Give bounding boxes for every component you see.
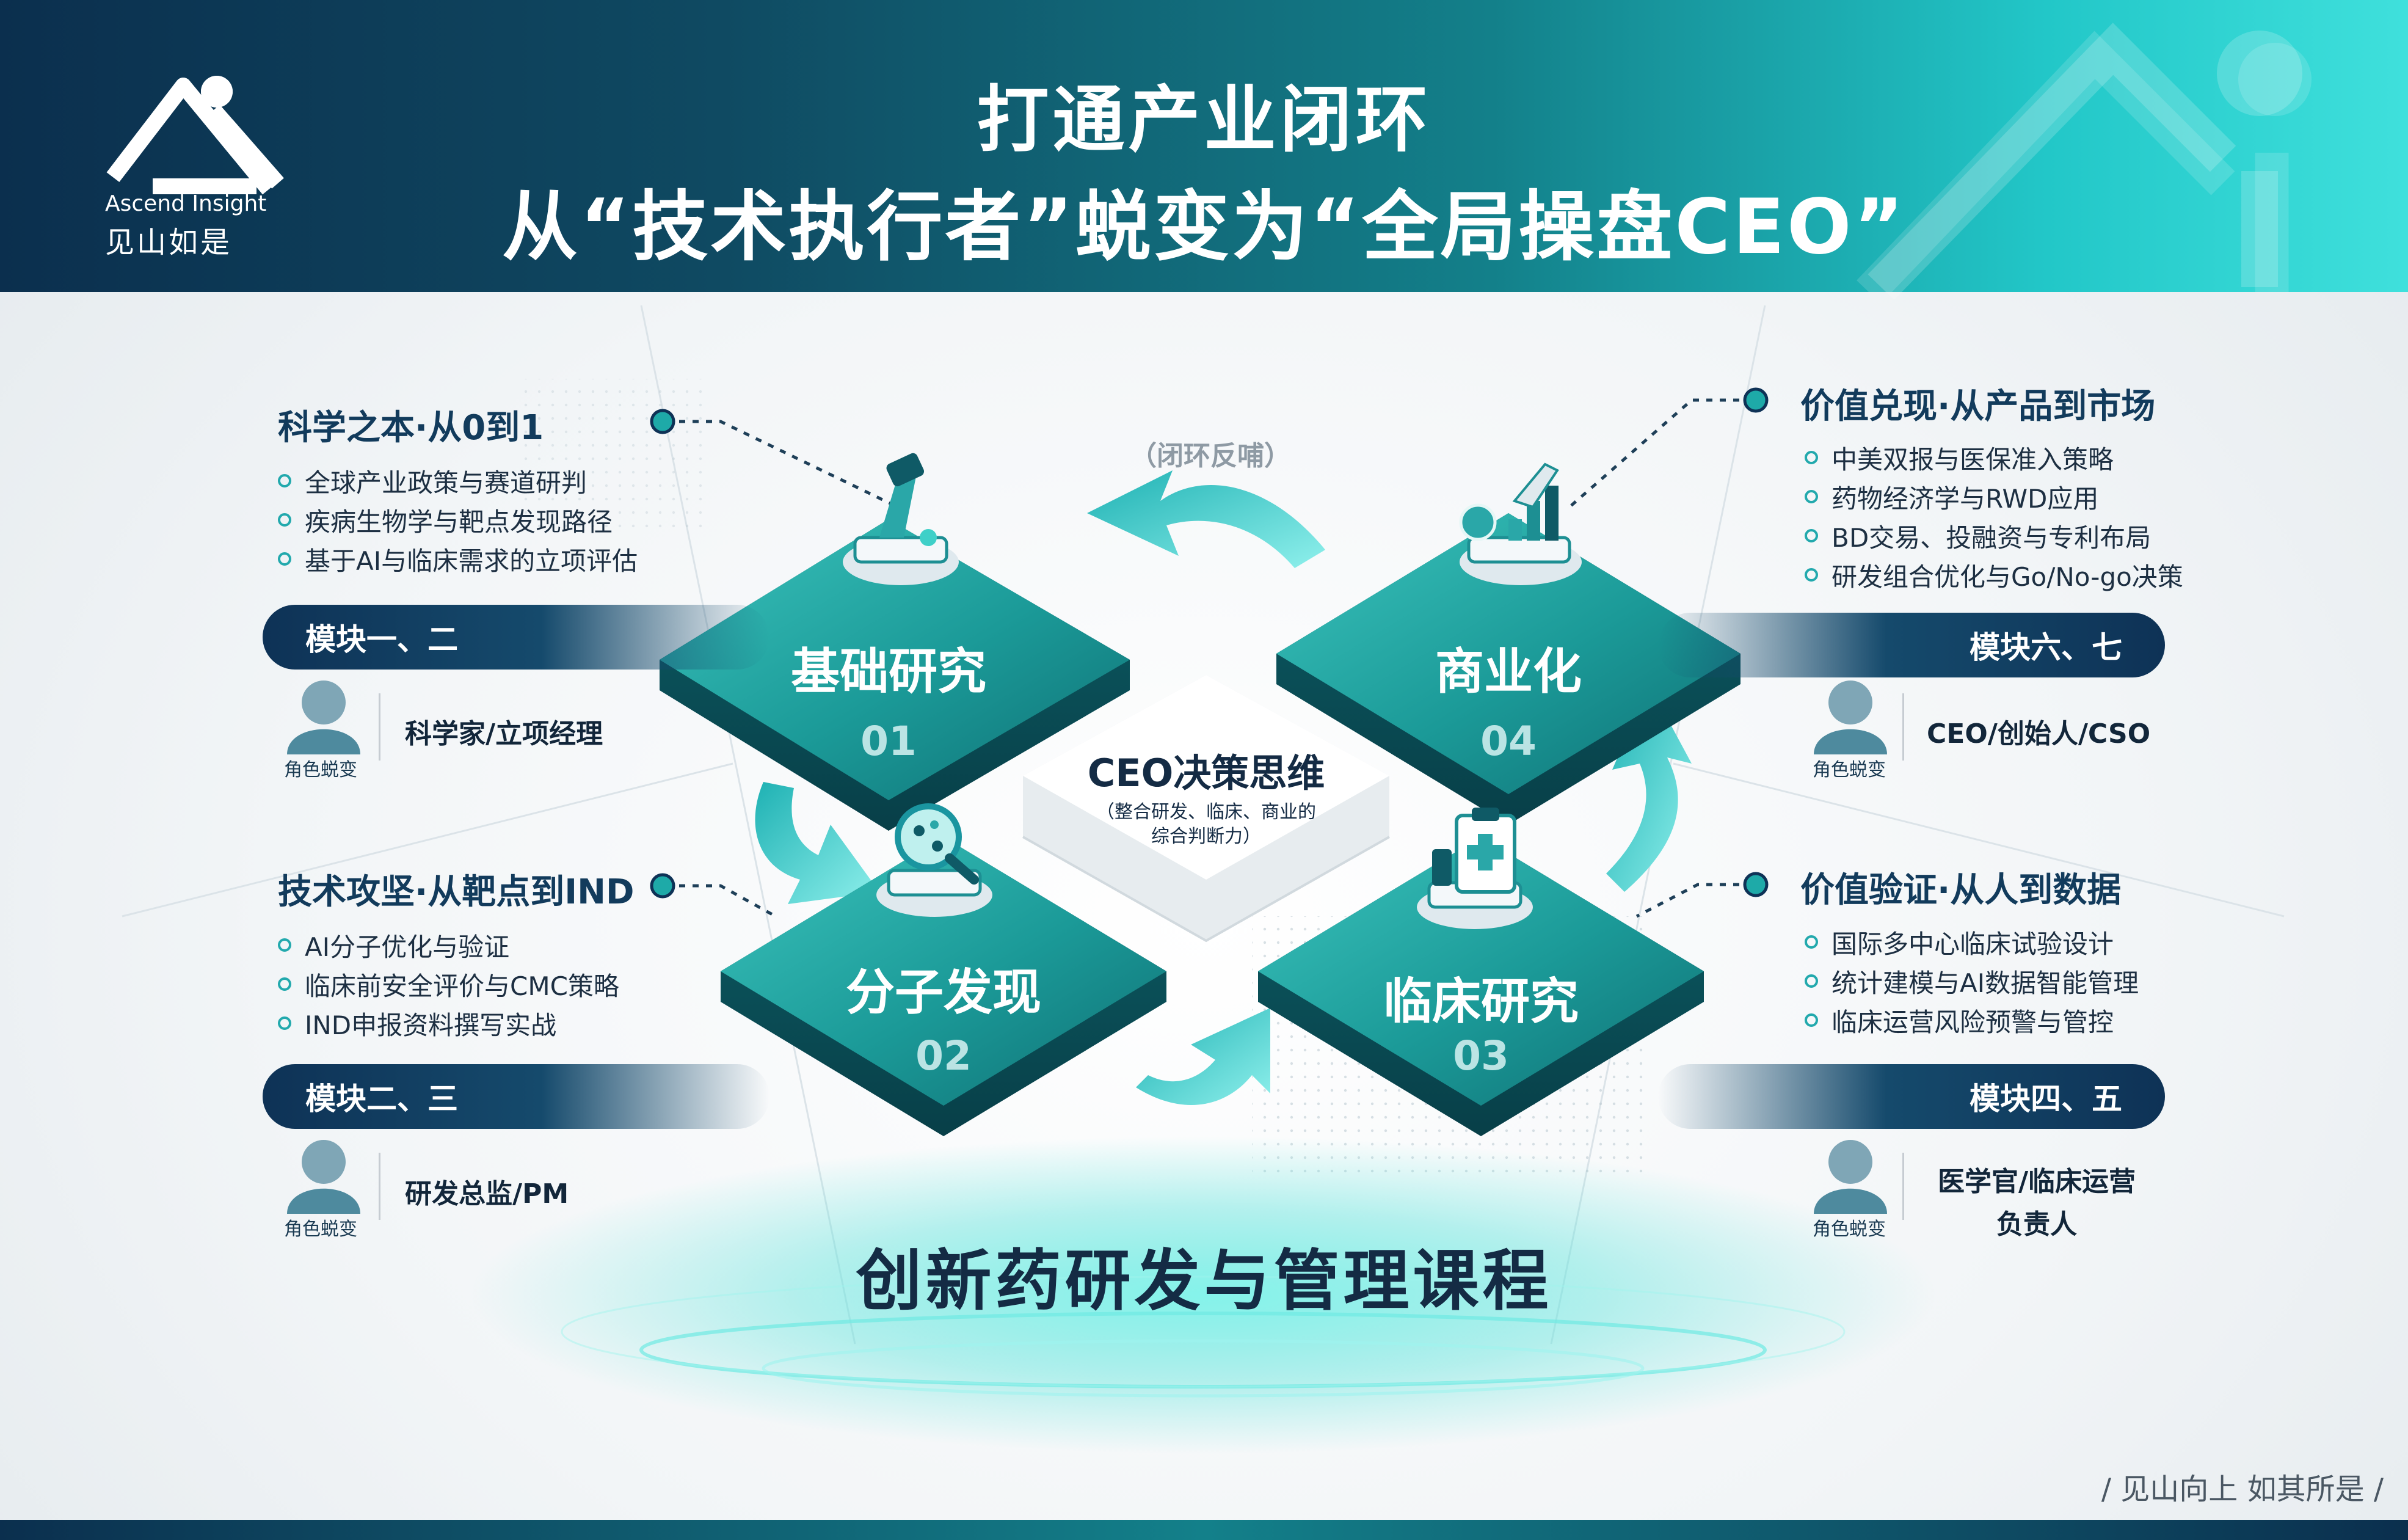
bullet-list-basic-research: 全球产业政策与赛道研判 疾病生物学与靶点发现路径 基于AI与临床需求的立项评估 xyxy=(278,461,638,578)
stage-number-02: 02 xyxy=(915,1032,972,1079)
bullet-item: 全球产业政策与赛道研判 xyxy=(278,461,638,500)
module-pill-top-right: 模块六、七 xyxy=(1658,613,2165,677)
bullet-dot-icon xyxy=(278,513,291,527)
stage-number-03: 03 xyxy=(1453,1032,1509,1079)
role-label-bottom-right: 医学官/临床运营 负责人 xyxy=(1937,1166,2136,1240)
bullet-item: BD交易、投融资与专利布局 xyxy=(1805,516,2183,555)
divider xyxy=(1902,693,1904,761)
stage-number-01: 01 xyxy=(860,718,917,765)
microscope-icon xyxy=(843,453,959,585)
stage-label-01: 基础研究 xyxy=(791,643,986,700)
bullet-item: 临床前安全评价与CMC策略 xyxy=(278,965,619,1004)
bullet-dot-icon xyxy=(1805,974,1818,988)
bullet-item: 研发组合优化与Go/No-go决策 xyxy=(1805,555,2183,594)
bullet-item: IND申报资料撰写实战 xyxy=(278,1004,619,1043)
footer-bar xyxy=(0,1520,2408,1540)
bullet-list-commercialization: 中美双报与医保准入策略 药物经济学与RWD应用 BD交易、投融资与专利布局 研发… xyxy=(1805,438,2183,594)
avatar-group xyxy=(287,681,1887,1214)
bullet-item: 疾病生物学与靶点发现路径 xyxy=(278,500,638,539)
bullet-dot-icon xyxy=(1805,935,1818,949)
bullet-dot-icon xyxy=(278,552,291,566)
rocket-chart-icon xyxy=(1459,462,1582,585)
section-title-molecule-discovery: 技术攻坚·从靶点到IND xyxy=(278,872,635,912)
module-pill-top-left: 模块一、二 xyxy=(263,605,769,670)
divider xyxy=(1902,1153,1904,1220)
role-caption: 角色蜕变 xyxy=(1813,759,1886,781)
bullet-list-clinical-research: 国际多中心临床试验设计 统计建模与AI数据智能管理 临床运营风险预警与管控 xyxy=(1805,922,2139,1040)
stage-label-02: 分子发现 xyxy=(846,964,1041,1021)
bullet-item: 临床运营风险预警与管控 xyxy=(1805,1001,2139,1040)
page-title-line-2: 从“技术执行者”蜕变为“全局操盘CEO” xyxy=(501,183,1907,271)
module-pill-bottom-right: 模块四、五 xyxy=(1658,1064,2165,1129)
bullet-item: 统计建模与AI数据智能管理 xyxy=(1805,962,2139,1001)
bullet-dot-icon xyxy=(278,977,291,991)
section-title-commercialization: 价值兑现·从产品到市场 xyxy=(1800,387,2156,426)
clipboard-medical-icon xyxy=(1417,808,1533,929)
bullet-item: 中美双报与医保准入策略 xyxy=(1805,438,2183,477)
bullet-item: 药物经济学与RWD应用 xyxy=(1805,477,2183,516)
section-title-clinical-research: 价值验证·从人到数据 xyxy=(1800,870,2122,910)
bullet-dot-icon xyxy=(278,938,291,952)
role-caption: 角色蜕变 xyxy=(1813,1219,1886,1240)
bullet-dot-icon xyxy=(278,1016,291,1030)
page-title-line-1: 打通产业闭环 xyxy=(977,78,1431,162)
role-caption: 角色蜕变 xyxy=(284,759,357,781)
role-label-top-left: 科学家/立项经理 xyxy=(405,718,603,750)
bullet-item: 基于AI与临床需求的立项评估 xyxy=(278,539,638,578)
divider xyxy=(379,693,380,761)
role-label-top-right: CEO/创始人/CSO xyxy=(1927,718,2151,750)
logo-icon xyxy=(106,78,284,195)
bullet-list-molecule-discovery: AI分子优化与验证 临床前安全评价与CMC策略 IND申报资料撰写实战 xyxy=(278,925,619,1043)
bullet-dot-icon xyxy=(1805,529,1818,542)
stage-label-04: 商业化 xyxy=(1435,643,1582,700)
divider xyxy=(379,1153,380,1220)
center-subtitle: （整合研发、临床、商业的 综合判断力） xyxy=(1096,801,1316,847)
center-title: CEO决策思维 xyxy=(1087,751,1325,795)
bullet-item: AI分子优化与验证 xyxy=(278,925,619,965)
molecule-magnifier-icon xyxy=(876,803,992,917)
header-overlay xyxy=(106,31,2312,292)
bullet-dot-icon xyxy=(278,474,291,487)
bullet-dot-icon xyxy=(1805,490,1818,503)
section-title-basic-research: 科学之本·从0到1 xyxy=(278,408,544,448)
loop-feedback-label: （闭环反哺） xyxy=(1130,440,1291,472)
footer-slogan: / 见山向上 如其所是 / xyxy=(2101,1472,2384,1506)
bullet-dot-icon xyxy=(1805,1013,1818,1027)
role-label-bottom-left: 研发总监/PM xyxy=(405,1178,569,1210)
bullet-dot-icon xyxy=(1805,451,1818,464)
logo-chinese-text: 见山如是 xyxy=(105,225,233,260)
role-caption: 角色蜕变 xyxy=(284,1219,357,1240)
course-title: 创新药研发与管理课程 xyxy=(856,1243,1552,1319)
stage-number-04: 04 xyxy=(1480,718,1537,765)
bullet-item: 国际多中心临床试验设计 xyxy=(1805,922,2139,962)
module-pill-bottom-left: 模块二、三 xyxy=(263,1064,769,1129)
logo-english-text: Ascend Insight xyxy=(105,191,267,216)
stage-label-03: 临床研究 xyxy=(1383,973,1579,1030)
bullet-dot-icon xyxy=(1805,568,1818,582)
